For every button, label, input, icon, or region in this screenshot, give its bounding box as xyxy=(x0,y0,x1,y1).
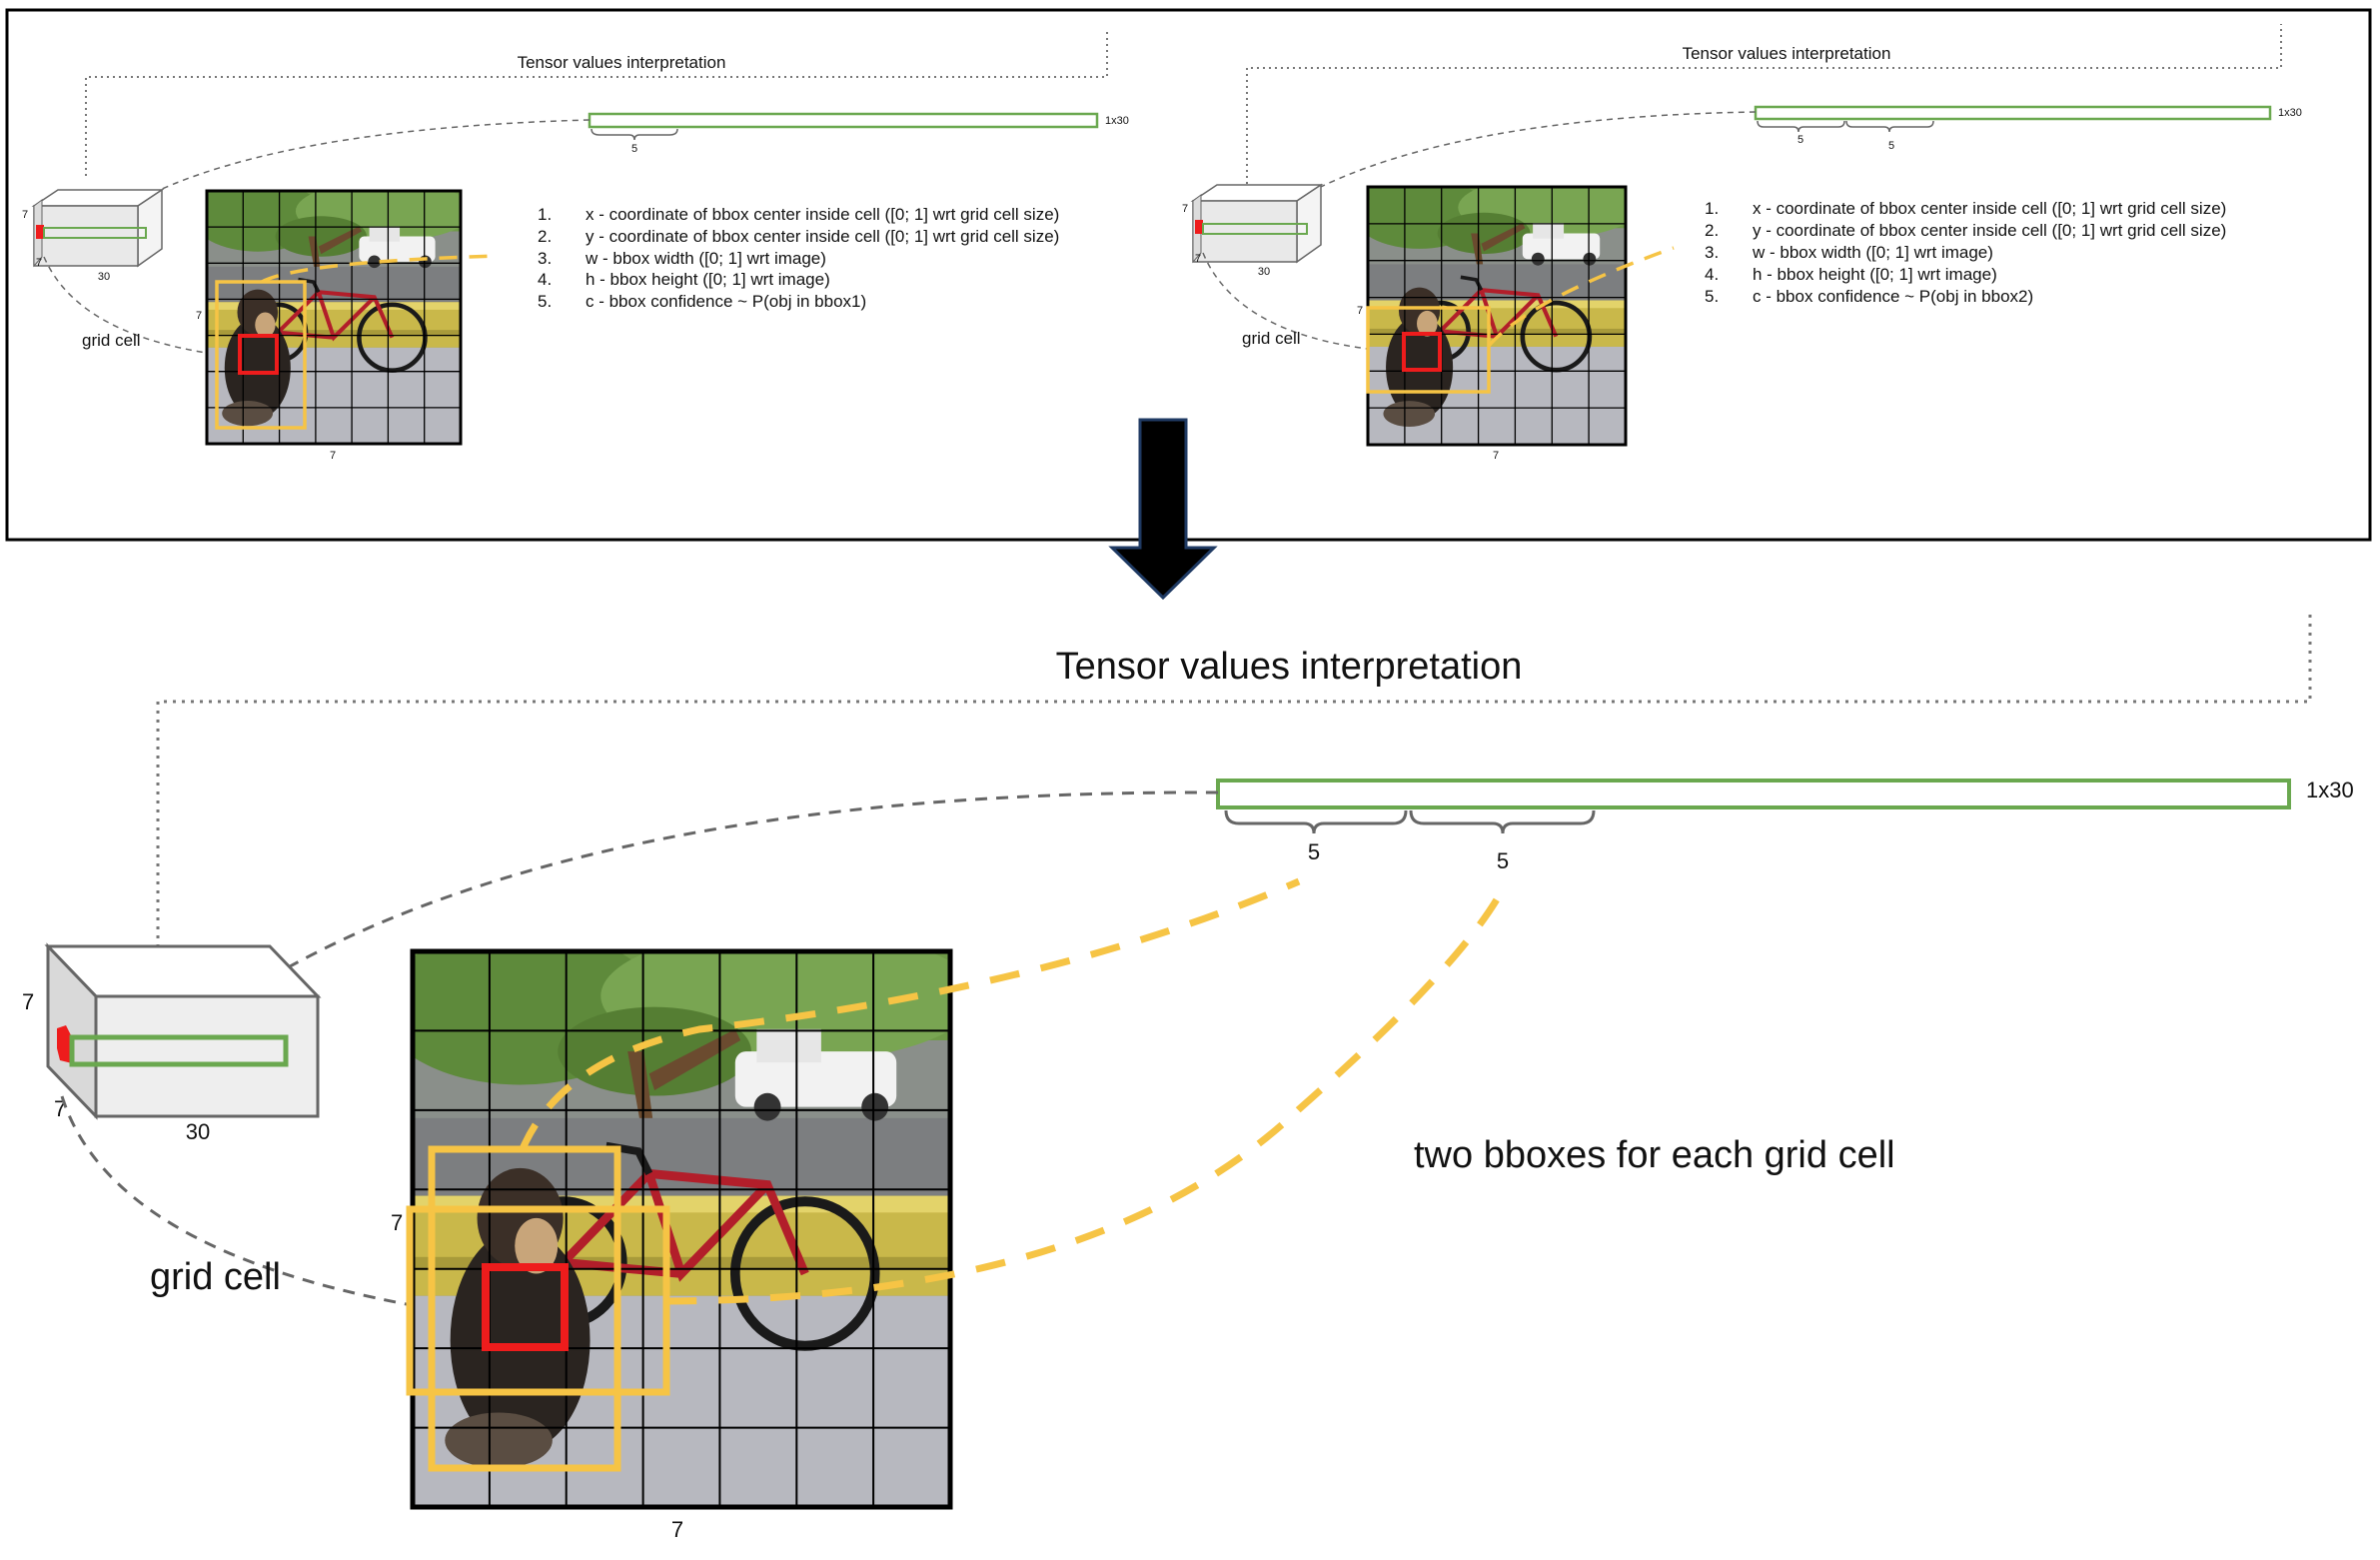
segment-brace xyxy=(591,128,678,141)
grid-image xyxy=(406,948,953,1510)
diagram-title: Tensor values interpretation xyxy=(518,53,726,72)
grid-cell-label: grid cell xyxy=(1242,329,1301,348)
svg-text:y - coordinate of bbox center: y - coordinate of bbox center inside cel… xyxy=(586,227,1059,246)
image-left-dim: 7 xyxy=(1357,305,1363,317)
cube-depth-label: 7 xyxy=(1195,253,1201,265)
image-bottom-dim: 7 xyxy=(330,450,336,462)
cube-width-label: 30 xyxy=(186,1119,210,1144)
down-arrow xyxy=(1108,418,1218,601)
bbox-to-vector-link xyxy=(261,254,499,284)
bbox1-to-segment1-link xyxy=(518,877,1301,1153)
svg-text:4.: 4. xyxy=(1705,265,1719,284)
vector-size-label: 1x30 xyxy=(2278,107,2302,119)
svg-text:2.: 2. xyxy=(538,227,552,246)
cube-to-cell-link xyxy=(60,1095,413,1307)
svg-text:y - coordinate of bbox center: y - coordinate of bbox center inside cel… xyxy=(1753,221,2226,240)
grid-cell-label: grid cell xyxy=(150,1256,281,1298)
value-list: 1. x - coordinate of bbox center inside … xyxy=(538,205,1059,311)
segment-label-2: 5 xyxy=(1497,848,1509,873)
cube-width-label: 30 xyxy=(1258,266,1270,278)
svg-text:c - bbox confidence ~ P(obj in: c - bbox confidence ~ P(obj in bbox1) xyxy=(586,292,866,311)
vector-size-label: 1x30 xyxy=(2306,778,2354,802)
title-bracket xyxy=(85,30,1108,176)
top-right-diagram: Tensor values interpretation 1x30 5 5 7 … xyxy=(1182,24,2302,462)
image-left-dim: 7 xyxy=(196,310,202,322)
bbox-yellow xyxy=(1366,306,1491,394)
cube-height-label: 7 xyxy=(1182,203,1188,215)
segment-label-2: 5 xyxy=(1888,140,1894,152)
image-bottom-dim: 7 xyxy=(671,1517,683,1542)
grid-image xyxy=(1366,185,1628,447)
diagram-title: Tensor values interpretation xyxy=(1056,646,1523,688)
svg-text:1.: 1. xyxy=(1705,199,1719,218)
svg-text:c - bbox confidence ~ P(obj in: c - bbox confidence ~ P(obj in bbox2) xyxy=(1753,287,2033,306)
segment-brace-1 xyxy=(1224,809,1408,834)
tensor-vector xyxy=(1216,779,2291,809)
svg-text:x - coordinate of bbox center: x - coordinate of bbox center inside cel… xyxy=(586,205,1059,224)
responsible-cell xyxy=(1402,332,1442,372)
cube-height-label: 7 xyxy=(22,989,34,1014)
vector-size-label: 1x30 xyxy=(1105,115,1129,127)
bbox-to-vector-link xyxy=(1487,246,1675,348)
value-list: 1. x - coordinate of bbox center inside … xyxy=(1705,199,2226,306)
responsible-cell xyxy=(482,1263,569,1351)
svg-text:w - bbox width ([0; 1] wrt ima: w - bbox width ([0; 1] wrt image) xyxy=(1752,243,1993,262)
title-bracket xyxy=(156,612,2312,947)
cube-to-cell-link xyxy=(1202,252,1398,353)
svg-text:h - bbox height ([0; 1] wrt im: h - bbox height ([0; 1] wrt image) xyxy=(586,270,830,289)
bbox-caption: two bboxes for each grid cell xyxy=(1414,1134,1895,1176)
svg-text:h - bbox height ([0; 1] wrt im: h - bbox height ([0; 1] wrt image) xyxy=(1753,265,1997,284)
segment-brace-1 xyxy=(1757,120,1845,133)
svg-text:w - bbox width ([0; 1] wrt ima: w - bbox width ([0; 1] wrt image) xyxy=(585,249,826,268)
cube-width-label: 30 xyxy=(98,271,110,283)
tensor-cube xyxy=(44,942,322,1120)
cube-depth-label: 7 xyxy=(36,257,42,269)
diagram-title: Tensor values interpretation xyxy=(1683,44,1891,63)
svg-text:4.: 4. xyxy=(538,270,552,289)
bottom-diagram: Tensor values interpretation 1x30 5 5 7 … xyxy=(22,612,2354,1542)
segment-brace-2 xyxy=(1409,809,1596,834)
svg-text:5.: 5. xyxy=(538,292,552,311)
svg-text:2.: 2. xyxy=(1705,221,1719,240)
cube-to-cell-link xyxy=(43,256,237,358)
tensor-vector xyxy=(1754,105,2272,121)
segment-label-1: 5 xyxy=(1797,134,1803,146)
segment-label: 5 xyxy=(631,143,637,155)
responsible-cell xyxy=(238,334,279,375)
svg-text:3.: 3. xyxy=(1705,243,1719,262)
image-bottom-dim: 7 xyxy=(1493,450,1499,462)
top-left-diagram: Tensor values interpretation 1x30 5 7 7 … xyxy=(22,30,1129,462)
grid-cell-label: grid cell xyxy=(82,331,141,350)
segment-label-1: 5 xyxy=(1308,839,1320,864)
cube-height-label: 7 xyxy=(22,209,28,221)
tensor-cube xyxy=(31,188,165,268)
grid-image xyxy=(205,189,463,446)
svg-text:3.: 3. xyxy=(538,249,552,268)
segment-brace-2 xyxy=(1845,120,1934,133)
bbox-yellow xyxy=(215,280,307,430)
bbox2-to-segment2-link xyxy=(665,879,1511,1305)
image-left-dim: 7 xyxy=(391,1210,403,1235)
svg-text:x - coordinate of bbox center: x - coordinate of bbox center inside cel… xyxy=(1753,199,2226,218)
tensor-cube xyxy=(1190,183,1324,264)
svg-text:1.: 1. xyxy=(538,205,552,224)
svg-text:5.: 5. xyxy=(1705,287,1719,306)
